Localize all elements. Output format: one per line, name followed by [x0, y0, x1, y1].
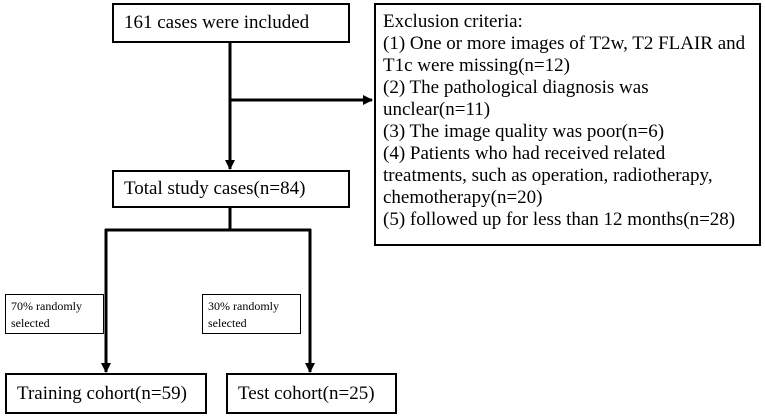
total-study-cases-label: Total study cases(n=84) [124, 178, 306, 199]
split-note-line: 30% randomly [208, 299, 279, 313]
total-study-cases-box: Total study cases(n=84) [112, 170, 350, 208]
split-note-line: selected [208, 316, 247, 330]
split-note-line: selected [11, 316, 50, 330]
training-cohort-label: Training cohort(n=59) [17, 382, 187, 404]
exclusion-line: (3) The image quality was poor(n=6) [383, 121, 665, 142]
split-note-line: 70% randomly [11, 299, 82, 313]
exclusion-line: (4) Patients who had received related [383, 143, 666, 164]
exclusion-line: T1c were missing(n=12) [383, 55, 570, 76]
exclusion-line: chemotherapy(n=20) [383, 187, 543, 208]
exclusion-title: Exclusion criteria: [383, 11, 523, 32]
exclusion-line: (5) followed up for less than 12 months(… [383, 209, 736, 230]
test-cohort-label: Test cohort(n=25) [238, 382, 375, 404]
exclusion-line: (1) One or more images of T2w, T2 FLAIR … [383, 33, 746, 54]
exclusion-criteria-box: Exclusion criteria: (1) One or more imag… [374, 3, 761, 246]
exclusion-line: (2) The pathological diagnosis was [383, 77, 649, 98]
split-note-70-percent: 70% randomly selected [5, 294, 104, 334]
included-cases-box: 161 cases were included [112, 3, 350, 43]
split-note-30-percent: 30% randomly selected [202, 294, 301, 334]
test-cohort-box: Test cohort(n=25) [226, 373, 397, 414]
included-cases-label: 161 cases were included [124, 12, 310, 33]
exclusion-line: treatments, such as operation, radiother… [383, 165, 713, 186]
training-cohort-box: Training cohort(n=59) [5, 373, 207, 414]
exclusion-line: unclear(n=11) [383, 99, 491, 120]
